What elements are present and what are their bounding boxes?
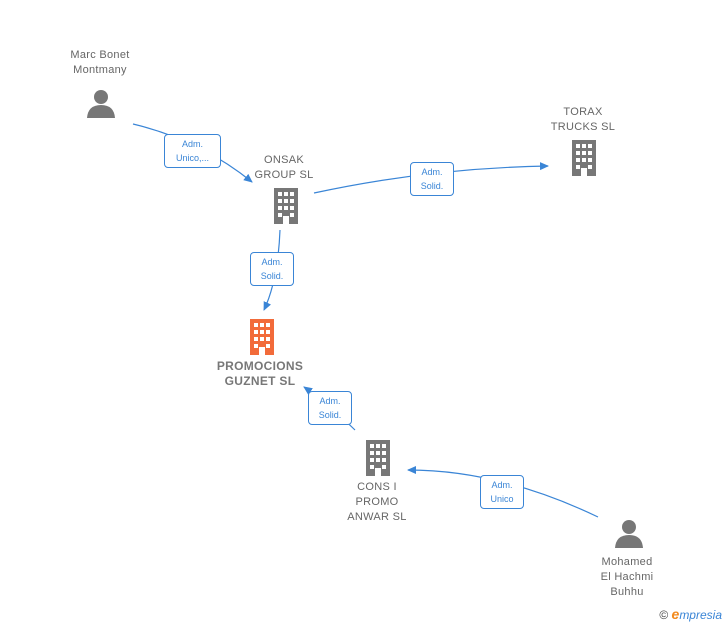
building-icon[interactable] [246, 319, 278, 355]
node-label-cons[interactable]: CONS I PROMO ANWAR SL [347, 481, 407, 523]
node-label-marc[interactable]: Marc Bonet Montmany [70, 49, 130, 76]
edge-label-mohamed-cons[interactable]: Adm. Unico [480, 475, 524, 509]
person-icon[interactable] [614, 519, 644, 549]
copyright-symbol: © [659, 608, 669, 622]
empresia-logo[interactable]: © empresia [659, 606, 722, 622]
building-icon[interactable] [362, 440, 394, 476]
node-label-onsak[interactable]: ONSAK GROUP SL [254, 154, 314, 181]
edge-label-cons-promocions[interactable]: Adm. Solid. [308, 391, 352, 425]
node-label-mohamed[interactable]: Mohamed El Hachmi Buhhu [600, 556, 654, 598]
brand-initial: e [671, 606, 680, 622]
edge-label-onsak-promocions[interactable]: Adm. Solid. [250, 252, 294, 286]
brand-name: mpresia [679, 608, 722, 622]
building-icon[interactable] [270, 188, 302, 224]
building-icon[interactable] [568, 140, 600, 176]
person-icon[interactable] [86, 89, 116, 119]
edge-label-onsak-torax[interactable]: Adm. Solid. [410, 162, 454, 196]
node-label-torax[interactable]: TORAX TRUCKS SL [550, 106, 616, 133]
edge-label-marc-onsak[interactable]: Adm. Unico,... [164, 134, 221, 168]
node-label-promocions[interactable]: PROMOCIONS GUZNET SL [216, 359, 304, 388]
